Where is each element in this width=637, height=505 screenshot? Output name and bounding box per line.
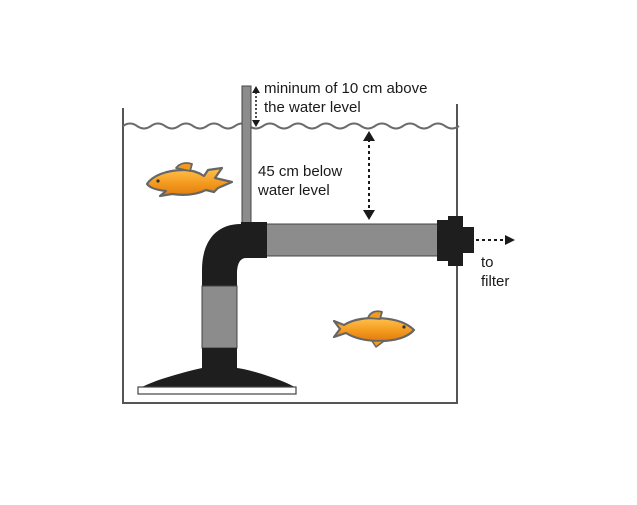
label-above-water-line2: the water level	[264, 99, 361, 116]
label-below-water-line1: 45 cm below	[258, 163, 343, 180]
lower-collar	[202, 348, 237, 370]
label-above-water-line1: mininum of 10 cm above	[264, 80, 428, 97]
horizontal-pipe	[263, 223, 441, 257]
label-to-filter-line2: filter	[481, 273, 510, 290]
bulkhead-outlet	[462, 227, 474, 253]
double-arrow-icon	[363, 131, 375, 220]
intake-bell	[140, 368, 296, 388]
fish-icon	[145, 162, 234, 198]
fish-icon	[332, 310, 416, 348]
label-to-filter-line1: to	[481, 254, 494, 271]
arrow-right-icon	[505, 235, 515, 245]
intake-base	[137, 386, 297, 395]
air-tube	[241, 85, 252, 227]
bulkhead-nut	[448, 216, 463, 266]
vertical-pipe	[201, 285, 238, 349]
elbow-collar	[241, 222, 267, 258]
water-surface-line	[122, 122, 460, 130]
double-arrow-icon	[252, 86, 260, 127]
label-below-water-line2: water level	[258, 182, 330, 199]
pipe-elbow	[202, 224, 246, 286]
